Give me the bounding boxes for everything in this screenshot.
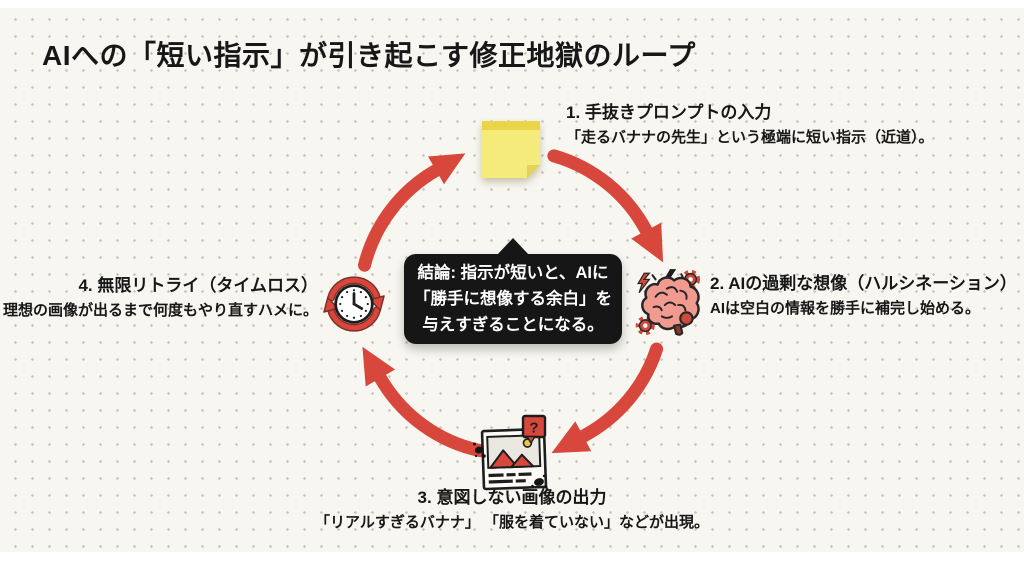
step-1-desc: 「走るバナナの先生」という極端に短い指示（近道）。 — [566, 129, 934, 147]
clock-retry-icon — [323, 276, 385, 332]
question-mark: ? — [529, 420, 538, 437]
step-1: 1. 手抜きプロンプトの入力 「走るバナナの先生」という極端に短い指示（近道）。 — [566, 103, 934, 147]
gear-icon — [635, 316, 655, 336]
conclusion-bubble: 結論: 指示が短いと、AIに 「勝手に想像する余白」を 与えすぎることになる。 — [404, 238, 622, 344]
arrow-top-to-right — [547, 149, 653, 238]
sticky-note-icon — [482, 121, 540, 178]
conclusion-line-1: 結論: 指示が短いと、AIに — [417, 264, 609, 282]
step-2: 2. AIの過剰な想像（ハルシネーション） AIは空白の情報を勝手に補完し始める… — [710, 274, 1017, 318]
arrowhead-right — [631, 222, 664, 263]
mountain-icon — [510, 453, 535, 469]
arrowhead-top — [428, 153, 466, 185]
arrowhead-bottom — [551, 421, 592, 454]
step-4: 4. 無限リトライ（タイムロス） 理想の画像が出るまで何度もやり直すハメに。 — [3, 276, 318, 320]
arrow-right-to-bottom — [576, 342, 664, 443]
step-2-title: 2. AIの過剰な想像（ハルシネーション） — [710, 274, 1017, 293]
ink-splat-icon — [473, 442, 548, 489]
question-bubble-icon: ? — [521, 414, 547, 445]
conclusion-line-2: 「勝手に想像する余白」を — [414, 290, 612, 308]
step-3: 3. 意図しない画像の出力 「リアルすぎるバナナ」 「服を着ていない」などが出現… — [315, 488, 709, 532]
arrow-left-to-top — [358, 163, 443, 272]
step-1-title: 1. 手抜きプロンプトの入力 — [566, 103, 772, 122]
arrowhead-left — [362, 346, 396, 387]
step-4-title: 4. 無限リトライ（タイムロス） — [78, 276, 318, 295]
conclusion-line-3: 与えすぎることになる。 — [422, 316, 604, 334]
bubble-pointer — [497, 238, 529, 255]
step-4-desc: 理想の画像が出るまで何度もやり直すハメに。 — [2, 302, 318, 320]
step-2-desc: AIは空白の情報を勝手に補完し始める。 — [710, 300, 981, 318]
step-3-desc: 「リアルすぎるバナナ」 「服を着ていない」などが出現。 — [314, 514, 710, 532]
unintended-image-icon: ? — [473, 414, 548, 491]
step-3-title: 3. 意図しない画像の出力 — [417, 488, 607, 507]
slide-title: AIへの「短い指示」が引き起こす修正地獄のループ — [42, 40, 696, 71]
mountain-icon — [489, 449, 519, 469]
small-lightning-bolt-icon — [636, 272, 651, 294]
brain-hallucination-icon — [635, 269, 701, 336]
arrow-bottom-to-left — [373, 371, 487, 458]
